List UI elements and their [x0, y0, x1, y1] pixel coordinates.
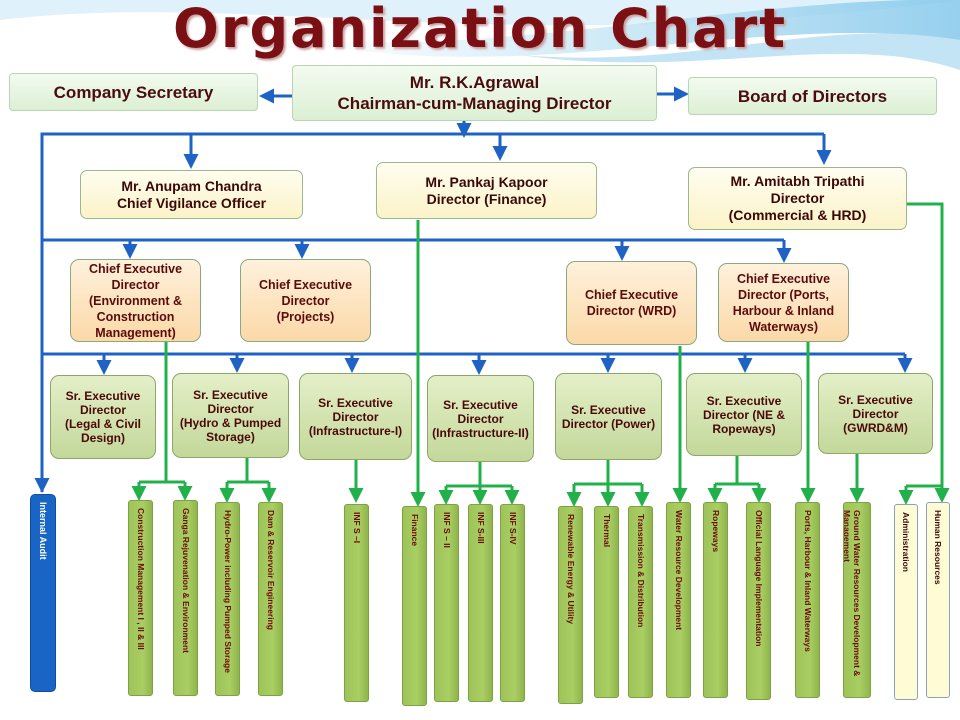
dept-dam-reservoir[interactable]: Dam & Reservoir Engineering — [258, 502, 283, 696]
sed-power-box[interactable]: Sr. Executive Director (Power) — [555, 373, 662, 460]
sed-power-label: Sr. Executive Director (Power) — [561, 402, 656, 431]
cvo-label: Mr. Anupam Chandra Chief Vigilance Offic… — [116, 177, 267, 211]
sed-gwrd-box[interactable]: Sr. Executive Director (GWRD&M) — [818, 373, 933, 454]
sed-infra1-label: Sr. Executive Director (Infrastructure-I… — [308, 395, 403, 438]
director-commercial-box[interactable]: Mr. Amitabh Tripathi Director (Commercia… — [688, 167, 907, 230]
dept-administration-label: Administration — [901, 512, 911, 572]
dept-administration[interactable]: Administration — [894, 504, 918, 700]
dept-water-resource[interactable]: Water Resource Development — [666, 502, 691, 698]
dept-renewable-energy[interactable]: Renewable Energy & Utility — [558, 506, 583, 704]
dept-infs-2-label: INF S – II — [441, 512, 452, 548]
director-commercial-label: Mr. Amitabh Tripathi Director (Commercia… — [728, 173, 867, 223]
dept-ropeways-label: Ropeways — [710, 510, 721, 553]
cvo-box[interactable]: Mr. Anupam Chandra Chief Vigilance Offic… — [80, 170, 303, 219]
dept-infs-1[interactable]: INF S –I — [344, 504, 369, 702]
dept-ports-harbour-label: Ports, Harbour & Inland Waterways — [802, 510, 813, 652]
sed-gwrd-label: Sr. Executive Director (GWRD&M) — [838, 392, 913, 435]
sed-infra2-label: Sr. Executive Director (Infrastructure-I… — [432, 397, 529, 440]
ced-ports-label: Chief Executive Director (Ports, Harbour… — [732, 271, 835, 334]
sed-infra2-box[interactable]: Sr. Executive Director (Infrastructure-I… — [427, 375, 534, 462]
dept-water-resource-label: Water Resource Development — [673, 510, 684, 631]
dept-finance-label: Finance — [409, 514, 420, 547]
dept-dam-reservoir-label: Dam & Reservoir Engineering — [265, 510, 276, 630]
dept-human-resources-label: Human Resources — [933, 510, 943, 585]
sed-ne-box[interactable]: Sr. Executive Director (NE & Ropeways) — [686, 373, 802, 456]
dept-infs-4-label: INF S-IV — [507, 512, 518, 545]
dept-construction-management[interactable]: Construction Management I , II & III — [128, 500, 153, 696]
chairman-box[interactable]: Mr. R.K.Agrawal Chairman-cum-Managing Di… — [292, 65, 657, 121]
dept-ground-water[interactable]: Ground Water Resources Development & Man… — [843, 502, 871, 698]
dept-ganga-rejuvenation[interactable]: Ganga Rejuvenation & Environment — [173, 500, 198, 696]
page-title: Organization Chart — [172, 0, 788, 60]
dept-official-language[interactable]: Official Language Implementation — [746, 502, 771, 700]
sed-hydro-label: Sr. Executive Director (Hydro & Pumped S… — [179, 387, 282, 444]
dept-official-language-label: Official Language Implementation — [753, 510, 764, 647]
dept-renewable-energy-label: Renewable Energy & Utility — [565, 514, 576, 625]
dept-infs-4[interactable]: INF S-IV — [500, 504, 525, 702]
company-secretary-label: Company Secretary — [53, 82, 214, 102]
dept-ground-water-label: Ground Water Resources Development & Man… — [843, 510, 862, 677]
ced-wrd-box[interactable]: Chief Executive Director (WRD) — [566, 261, 697, 345]
dept-human-resources[interactable]: Human Resources — [926, 502, 950, 698]
dept-thermal-label: Thermal — [601, 514, 612, 548]
dept-hydro-power[interactable]: Hydro-Power including Pumped Storage — [215, 502, 240, 696]
ced-ports-box[interactable]: Chief Executive Director (Ports, Harbour… — [718, 263, 849, 342]
director-finance-label: Mr. Pankaj Kapoor Director (Finance) — [425, 173, 548, 207]
dept-infs-1-label: INF S –I — [351, 512, 362, 544]
dept-infs-3[interactable]: INF S-III — [468, 504, 493, 702]
dept-transmission[interactable]: Transmission & Distribution — [628, 506, 653, 698]
sed-ne-label: Sr. Executive Director (NE & Ropeways) — [702, 393, 785, 436]
dept-internal-audit-label: Internal Audit — [38, 502, 48, 560]
chairman-label: Mr. R.K.Agrawal Chairman-cum-Managing Di… — [337, 73, 612, 113]
dept-hydro-power-label: Hydro-Power including Pumped Storage — [222, 510, 233, 673]
ced-projects-label: Chief Executive Director (Projects) — [258, 277, 353, 324]
sed-legal-box[interactable]: Sr. Executive Director (Legal & Civil De… — [50, 375, 156, 459]
ced-projects-box[interactable]: Chief Executive Director (Projects) — [240, 259, 371, 342]
ced-wrd-label: Chief Executive Director (WRD) — [584, 288, 679, 318]
ced-environment-label: Chief Executive Director (Environment & … — [88, 261, 183, 340]
director-finance-box[interactable]: Mr. Pankaj Kapoor Director (Finance) — [376, 162, 597, 219]
dept-finance[interactable]: Finance — [402, 506, 427, 706]
sed-infra1-box[interactable]: Sr. Executive Director (Infrastructure-I… — [299, 373, 412, 460]
dept-ganga-rejuvenation-label: Ganga Rejuvenation & Environment — [180, 508, 191, 653]
sed-legal-label: Sr. Executive Director (Legal & Civil De… — [64, 389, 141, 445]
sed-hydro-box[interactable]: Sr. Executive Director (Hydro & Pumped S… — [172, 373, 289, 458]
dept-transmission-label: Transmission & Distribution — [635, 514, 646, 628]
company-secretary-box[interactable]: Company Secretary — [9, 73, 258, 111]
dept-ropeways[interactable]: Ropeways — [703, 502, 728, 698]
board-of-directors-label: Board of Directors — [737, 86, 888, 106]
ced-environment-box[interactable]: Chief Executive Director (Environment & … — [70, 259, 201, 342]
dept-thermal[interactable]: Thermal — [594, 506, 619, 698]
dept-infs-3-label: INF S-III — [475, 512, 486, 544]
board-of-directors-box[interactable]: Board of Directors — [688, 77, 937, 115]
dept-internal-audit[interactable]: Internal Audit — [30, 494, 56, 692]
dept-construction-management-label: Construction Management I , II & III — [135, 508, 146, 650]
dept-infs-2[interactable]: INF S – II — [434, 504, 459, 702]
dept-ports-harbour[interactable]: Ports, Harbour & Inland Waterways — [795, 502, 820, 698]
